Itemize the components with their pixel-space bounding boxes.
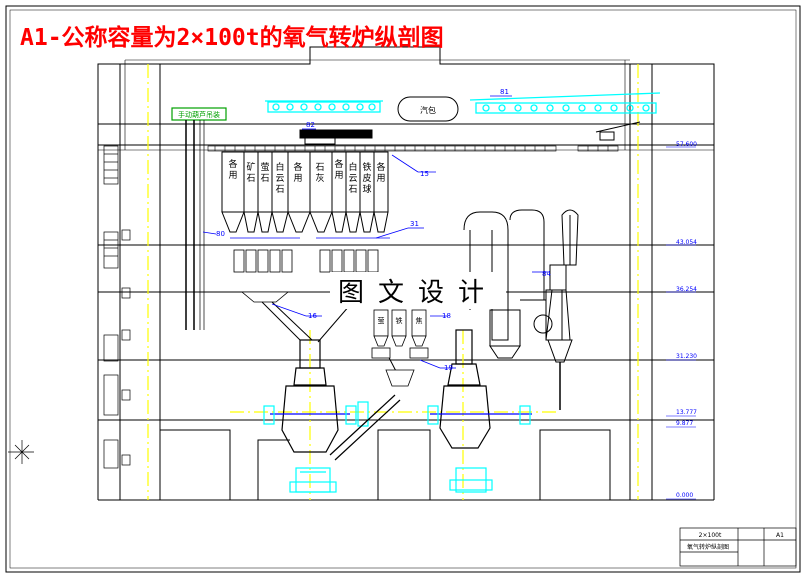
bin-label-char: 云	[348, 174, 357, 184]
elevation-marks: 57.600 43.054 36.254 31.230 13.777 9.877…	[676, 141, 697, 499]
callout: 84	[542, 270, 551, 278]
top-conveyors	[265, 92, 661, 114]
bin-label-char: 用	[228, 170, 237, 181]
title-block-name: 氧气转炉纵剖图	[687, 543, 729, 551]
bin-label-char: 石	[260, 174, 269, 184]
center-lines	[147, 64, 639, 500]
hoist-label: 手动葫芦吊装	[178, 110, 220, 119]
elevation-label: 36.254	[676, 286, 697, 293]
title-block-text: 2×100t 氧气转炉纵剖图 A1	[687, 532, 784, 551]
callout: 15	[420, 170, 429, 178]
callout: 81	[500, 88, 509, 96]
platform-strips	[207, 145, 619, 152]
bins-right-group	[309, 151, 389, 233]
title-block	[679, 527, 797, 567]
ladle-right	[449, 467, 493, 493]
bin-label-char: 铁	[362, 161, 371, 173]
elevation-label: 0.000	[676, 492, 693, 499]
building-frame	[97, 46, 715, 501]
elevation-label: 57.600	[676, 141, 697, 148]
watermark-text: 图文设计	[330, 272, 507, 309]
inner-border	[9, 9, 797, 569]
elevation-label: 43.054	[676, 239, 697, 246]
drawing-title: A1-公称容量为2×100t的氧气转炉纵剖图	[20, 25, 444, 51]
elevation-label: 31.230	[676, 353, 697, 360]
bin-label-char: 白	[275, 161, 284, 173]
bin-label-char: 皮	[362, 172, 371, 184]
bins-left-group	[221, 151, 311, 233]
bin-label-char: 各	[376, 161, 385, 173]
callout: 18	[442, 312, 451, 320]
small-bins: 萤 铁 焦	[371, 309, 429, 387]
ladle-left	[289, 467, 337, 493]
small-bin-label: 铁	[396, 316, 403, 325]
bin-label-char: 白	[348, 161, 357, 173]
weigh-hoppers	[230, 237, 390, 303]
left-column-hatching	[103, 145, 131, 469]
gas-cleaning-system	[463, 209, 579, 410]
left-tick-mark	[8, 440, 34, 464]
bin-label-char: 各	[293, 161, 302, 173]
bin-label-char: 灰	[315, 172, 324, 184]
bin-label-char: 各	[228, 158, 237, 170]
elevation-label: 9.877	[676, 420, 693, 427]
bin-labels: 各 用 矿 石 萤 石 白 云 石 各 用 石 石 灰 各 用 白 云 石 铁 …	[228, 158, 385, 195]
bin-label-char: 球	[362, 183, 371, 195]
bin-label-char: 用	[376, 173, 385, 184]
bin-label-char: 石	[275, 185, 284, 195]
small-bin-label: 萤	[378, 316, 385, 325]
tank-label: 汽包	[420, 105, 436, 115]
bin-label-char: 萤	[260, 161, 269, 173]
callout: 19	[444, 364, 453, 372]
callout: 31	[410, 220, 419, 228]
title-block-sheet: A1	[776, 532, 784, 539]
callout: 82	[306, 121, 315, 129]
elevation-label: 13.777	[676, 409, 697, 416]
bin-label-char: 矿	[246, 161, 255, 173]
converter-left	[263, 339, 401, 461]
outer-border	[5, 5, 801, 573]
bin-label-char: 用	[293, 173, 302, 184]
small-bin-label: 焦	[416, 316, 423, 325]
steam-drum: 汽包	[397, 96, 459, 122]
converter-right	[427, 329, 532, 449]
hoist-label-box: 手动葫芦吊装	[171, 107, 227, 330]
title-block-spec: 2×100t	[699, 532, 722, 539]
elevation-ticks	[666, 146, 696, 500]
callout: 80	[216, 230, 225, 238]
bin-label-char: 石	[348, 185, 357, 195]
bin-label-char: 用	[334, 170, 343, 181]
callout-leaders	[202, 95, 548, 369]
bin-label-char: 石	[246, 174, 255, 184]
callout-numbers: 81 82 15 31 80 84 16 18 19	[216, 88, 551, 372]
bin-label-char: 云	[275, 174, 284, 184]
callout: 16	[308, 312, 317, 320]
bin-label-char: 石	[315, 163, 324, 173]
bin-label-char: 各	[334, 158, 343, 170]
shuttle-conveyor	[299, 121, 641, 145]
